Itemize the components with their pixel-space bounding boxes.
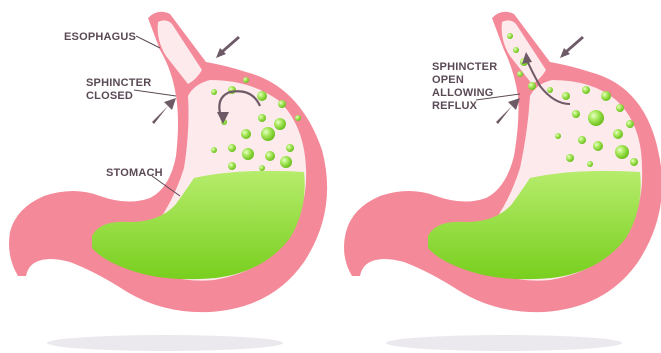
left-pressure-arrow-bottom (152, 98, 176, 124)
right-pressure-arrow-top (560, 36, 584, 58)
label-sphincter-open-3: ALLOWING (432, 87, 493, 99)
right-pressure-arrow-bottom (496, 98, 520, 124)
left-stomach: ESOPHAGUS SPHINCTER CLOSED STOMACH (9, 12, 327, 351)
label-sphincter-open-2: OPEN (432, 74, 464, 86)
label-sphincter-open-1: SPHINCTER (432, 61, 497, 73)
left-pressure-arrow-top (216, 36, 240, 58)
right-floor-shadow (386, 335, 622, 351)
label-stomach: STOMACH (106, 167, 163, 179)
label-sphincter-open-4: REFLUX (432, 100, 478, 112)
label-esophagus: ESOPHAGUS (64, 31, 136, 43)
label-sphincter-closed-2: CLOSED (86, 90, 133, 102)
label-sphincter-closed-1: SPHINCTER (86, 77, 151, 89)
left-floor-shadow (47, 335, 283, 351)
right-stomach: SPHINCTER OPEN ALLOWING REFLUX (344, 12, 661, 351)
